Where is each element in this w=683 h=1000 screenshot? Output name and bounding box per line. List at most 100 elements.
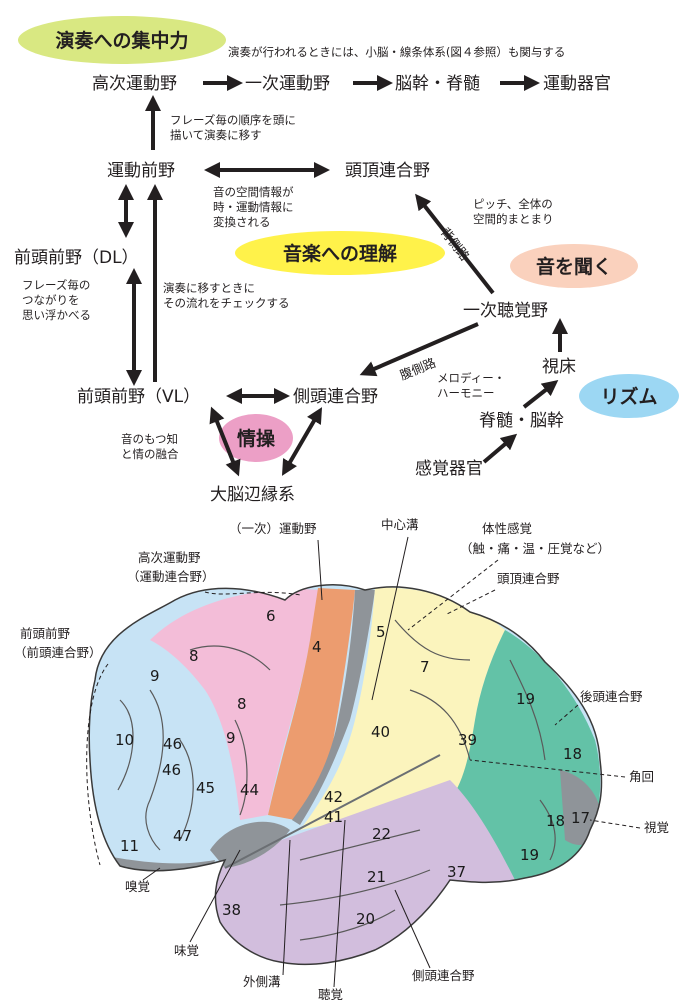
note-check-flow-2: その流れをチェックする [163, 296, 290, 310]
sulcus [539, 799, 556, 861]
note-check-flow-1: 演奏に移すときに [163, 281, 255, 295]
node-brainstem: 脳幹・脊髄 [395, 73, 480, 94]
area-11: 11 [120, 837, 139, 855]
label-higher-motor-1: 高次運動野 [138, 550, 201, 565]
label-angular: 角回 [629, 769, 654, 784]
pill-understanding [235, 231, 445, 275]
flow-diagram: 演奏への集中力 演奏が行われるときには、小脳・線条体系(図４参照）も関与する 高… [14, 16, 679, 505]
area-6: 6 [266, 607, 276, 625]
node-higher-motor: 高次運動野 [92, 74, 177, 94]
region-temporal [215, 780, 515, 965]
sulcus [299, 829, 421, 861]
note-phrase-connect-2: つながりを [22, 293, 80, 307]
area-45: 45 [196, 779, 215, 797]
node-parietal: 頭頂連合野 [345, 161, 430, 181]
node-motor-organ: 運動器官 [543, 74, 611, 94]
node-thalamus: 視床 [542, 357, 576, 377]
area-18-upper: 18 [563, 745, 582, 763]
note-fusion-2: と情の融合 [121, 447, 179, 461]
note-melody-2: ハーモニー [437, 386, 495, 400]
leader-prefrontal [86, 663, 109, 866]
leader-hearing [333, 819, 346, 988]
area-8-lower: 8 [237, 695, 247, 713]
area-39: 39 [458, 731, 477, 749]
leader-primary-motor [317, 539, 323, 601]
label-somatosensory-2: （触・痛・温・圧覚など） [460, 541, 610, 556]
arrow-spinal-to-thalamus [522, 380, 559, 409]
label-ventral: 腹側路 [398, 355, 439, 383]
leader-central-sulcus [371, 536, 409, 701]
sulcus [145, 689, 164, 851]
label-dorsal: 背側路 [438, 225, 473, 264]
area-18-lower: 18 [546, 812, 565, 830]
region-occipital [450, 630, 601, 880]
note-phrase-order-2: 描いて演奏に移す [170, 128, 262, 142]
leader-olfactory [142, 867, 161, 881]
arrow-vl-limbic [209, 406, 241, 477]
region-central-gray [292, 590, 375, 825]
area-42: 42 [324, 788, 343, 806]
area-47: 47 [173, 827, 192, 845]
area-9-lower: 9 [226, 729, 236, 747]
label-olfactory: 嗅覚 [125, 879, 150, 894]
area-4: 4 [312, 638, 322, 656]
node-premotor: 運動前野 [107, 161, 175, 181]
label-parietal-assoc: 頭頂連合野 [497, 571, 560, 586]
label-somatosensory-1: 体性感覚 [482, 521, 532, 536]
node-prefrontal-dl: 前頭前野（DL） [14, 248, 139, 268]
node-primary-motor: 一次運動野 [245, 74, 330, 94]
sulcus [279, 869, 431, 906]
area-10: 10 [115, 731, 134, 749]
sulcus [409, 689, 471, 761]
area-9-upper: 9 [150, 667, 160, 685]
label-occipital-assoc: 後頭連合野 [580, 689, 643, 704]
label-primary-motor: （一次）運動野 [229, 521, 317, 536]
sulcus [509, 659, 546, 761]
area-46-upper: 46 [163, 735, 182, 753]
sulcus [179, 739, 194, 841]
pill-understanding-text: 音楽への理解 [283, 242, 397, 265]
note-spatial-2: 時・運動情報に [213, 200, 294, 214]
leader-parietal-assoc [444, 589, 496, 616]
leader-lateral-sulcus [282, 839, 291, 976]
node-auditory: 一次聴覚野 [463, 301, 548, 321]
area-8-upper: 8 [189, 647, 199, 665]
pill-listening-text: 音を聞く [536, 255, 612, 278]
sulcus [234, 719, 248, 816]
sulcus [394, 619, 471, 661]
node-spinal: 脊髄・脳幹 [479, 410, 564, 431]
region-parietal [300, 587, 505, 830]
region-primary-motor [268, 588, 355, 820]
node-limbic: 大脳辺縁系 [210, 485, 295, 505]
label-lateral-sulcus: 外側溝 [243, 974, 281, 989]
region-insula-gray [210, 821, 290, 868]
leader-angular [469, 759, 626, 778]
note-phrase-connect-1: フレーズ毎の [22, 278, 90, 292]
arrow-dorsal-stream [415, 193, 495, 295]
brain-map: 6 4 5 8 7 9 8 19 40 39 10 46 9 18 46 45 … [14, 517, 669, 1000]
region-visual-gray [560, 770, 601, 845]
brain-outline [88, 584, 603, 966]
note-fusion-1: 音のもつ知 [121, 432, 178, 446]
label-taste: 味覚 [174, 943, 199, 958]
region-premotor [150, 589, 320, 820]
title: 演奏への集中力 [55, 29, 188, 52]
label-visual: 視覚 [644, 820, 669, 835]
area-20: 20 [356, 910, 375, 928]
pill-rhythm [579, 374, 679, 418]
area-21: 21 [367, 868, 386, 886]
leader-taste [189, 849, 241, 943]
note-phrase-order-1: フレーズ毎の順序を頭に [170, 113, 296, 127]
leader-somatosensory [407, 559, 499, 631]
label-prefrontal-1: 前頭前野 [20, 626, 71, 641]
arrow-ventral-stream [359, 322, 479, 377]
area-17: 17 [571, 809, 590, 827]
label-central-sulcus: 中心溝 [381, 517, 419, 532]
area-19-lower: 19 [520, 846, 539, 864]
label-higher-motor-2: （運動連合野） [127, 569, 215, 584]
note-pitch-1: ピッチ、全体の [473, 197, 553, 211]
pill-listening [510, 244, 638, 288]
area-5: 5 [376, 623, 386, 641]
